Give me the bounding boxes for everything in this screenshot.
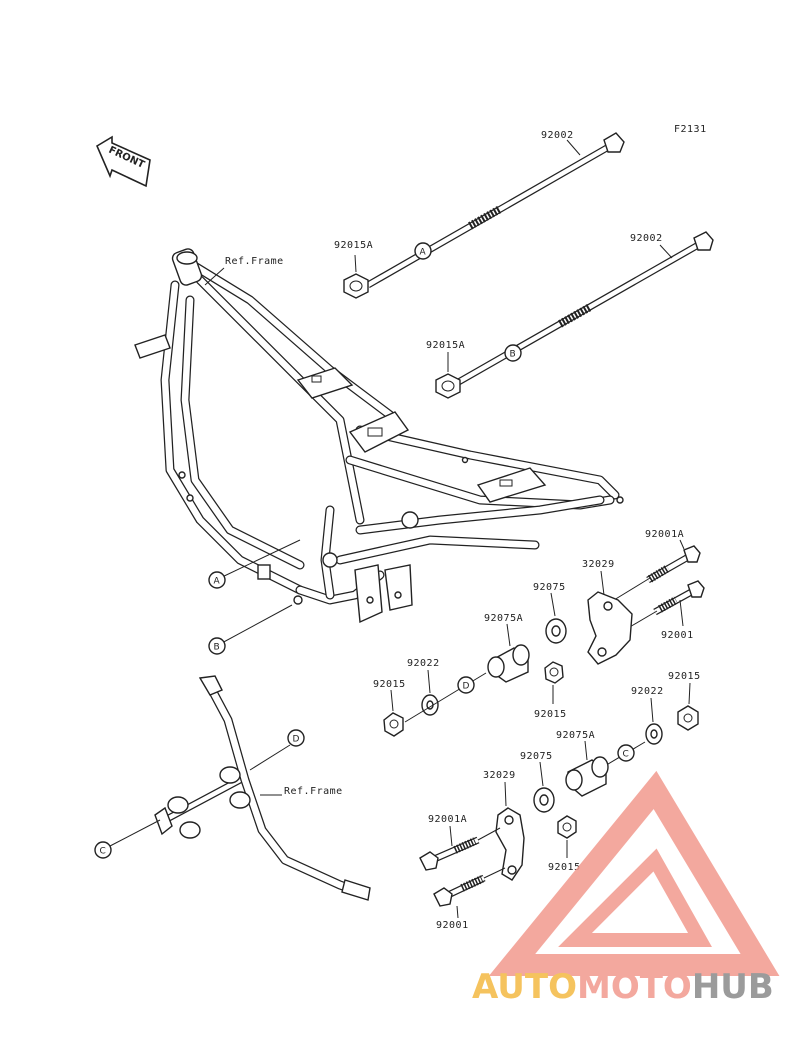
part-num-92001a-lower: 92001A xyxy=(428,814,467,825)
collar-92075a-lower xyxy=(565,756,609,797)
nut-92015-lower-right xyxy=(677,705,699,731)
callout-c-lower-right: C xyxy=(617,744,635,762)
nut-92015-right-left xyxy=(383,712,404,737)
nut-92015a-second xyxy=(435,373,461,399)
part-num-92015-lower-center: 92015 xyxy=(548,862,581,873)
part-num-32029-lower: 32029 xyxy=(483,770,516,781)
long-bolt-top xyxy=(366,132,625,289)
nut-92015-lower-center xyxy=(557,815,577,839)
part-num-92002-top: 92002 xyxy=(541,130,574,141)
svg-text:A: A xyxy=(214,577,221,587)
part-num-92075a-lower: 92075A xyxy=(556,730,595,741)
bolt-92001a-right xyxy=(646,545,701,584)
part-num-92002-second: 92002 xyxy=(630,233,663,244)
front-arrow-icon: FRONT xyxy=(95,135,151,188)
part-num-92015a-top: 92015A xyxy=(334,240,373,251)
part-num-92015a-second: 92015A xyxy=(426,340,465,351)
callout-a-frame: A xyxy=(208,571,226,589)
bracket-32029-right xyxy=(587,591,633,665)
part-num-92022-right: 92022 xyxy=(407,658,440,669)
part-num-92001-right: 92001 xyxy=(661,630,694,641)
callout-b-top: B xyxy=(504,344,522,362)
callout-d-lower-left: D xyxy=(287,729,305,747)
bolt-92001-right xyxy=(653,580,705,616)
nut-92015-right-center xyxy=(544,661,564,684)
collar-92075a-right xyxy=(487,644,530,683)
long-bolt-second xyxy=(453,231,714,388)
ref-frame-label-lower: Ref.Frame xyxy=(284,786,343,797)
nut-92015a-top xyxy=(343,273,369,299)
motorcycle-frame-drawing xyxy=(134,248,624,624)
svg-text:B: B xyxy=(214,643,220,653)
ref-frame-label-top: Ref.Frame xyxy=(225,256,284,267)
bolt-92001a-lower xyxy=(419,836,480,871)
bracket-32029-lower xyxy=(495,807,525,881)
washer-92022-right xyxy=(421,694,439,716)
part-num-92075-lower: 92075 xyxy=(520,751,553,762)
washer-92075-lower xyxy=(533,787,555,813)
watermark-moto: MOTO xyxy=(577,967,692,1007)
callout-b-frame: B xyxy=(208,637,226,655)
callout-a-top: A xyxy=(414,242,432,260)
watermark-hub: HUB xyxy=(692,967,774,1007)
part-num-92001a-right: 92001A xyxy=(645,529,684,540)
callout-d-right: D xyxy=(457,676,475,694)
part-num-92015-right-center: 92015 xyxy=(534,709,567,720)
svg-text:D: D xyxy=(463,682,470,692)
bolt-92001-lower xyxy=(433,874,486,907)
part-num-92015-lower-right: 92015 xyxy=(668,671,701,682)
svg-text:A: A xyxy=(420,248,427,258)
automotohub-watermark-logo: AUTOMOTOHUB xyxy=(472,770,780,1007)
lower-frame-section xyxy=(154,675,371,901)
part-num-92075-right: 92075 xyxy=(533,582,566,593)
svg-text:D: D xyxy=(293,735,300,745)
part-num-92022-lower: 92022 xyxy=(631,686,664,697)
svg-text:C: C xyxy=(100,847,106,857)
callout-c-lower-left: C xyxy=(94,841,112,859)
part-num-92015-right-left: 92015 xyxy=(373,679,406,690)
part-num-92075a-right: 92075A xyxy=(484,613,523,624)
svg-text:B: B xyxy=(510,350,516,360)
watermark-auto: AUTO xyxy=(472,967,577,1007)
figure-code: F2131 xyxy=(674,124,707,135)
washer-92075-right xyxy=(545,618,567,644)
part-num-92001-lower: 92001 xyxy=(436,920,469,931)
washer-92022-lower xyxy=(645,723,663,745)
part-num-32029-right: 32029 xyxy=(582,559,615,570)
watermark-text: AUTOMOTOHUB xyxy=(472,967,774,1007)
svg-text:C: C xyxy=(623,750,629,760)
